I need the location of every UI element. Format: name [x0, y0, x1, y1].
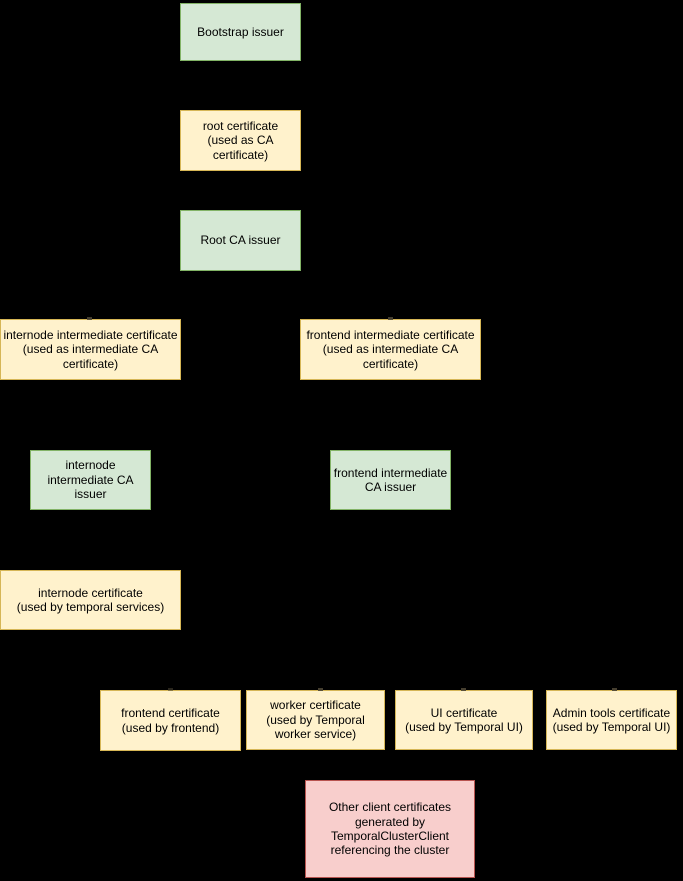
node-label: Other client certificates generated by T…	[328, 800, 452, 858]
arrowhead-mark	[168, 688, 173, 691]
arrowhead-mark	[318, 688, 323, 691]
node-label: frontend intermediate CA issuer	[333, 465, 448, 494]
node-ui-certificate: UI certificate (used by Temporal UI)	[395, 690, 533, 750]
node-frontend-intermediate-certificate: frontend intermediate certificate (used …	[300, 319, 481, 380]
arrowhead-mark	[461, 688, 466, 691]
node-label: internode certificate (used by temporal …	[16, 585, 165, 614]
node-frontend-certificate: frontend certificate (used by frontend)	[100, 690, 241, 751]
node-label: worker certificate (used by Temporal wor…	[266, 698, 365, 742]
arrowhead-mark	[388, 317, 393, 320]
node-label: UI certificate (used by Temporal UI)	[405, 705, 523, 734]
node-label: internode intermediate CA issuer	[47, 458, 134, 502]
node-other-client-certificates: Other client certificates generated by T…	[305, 780, 475, 878]
node-label: Admin tools certificate (used by Tempora…	[552, 705, 671, 734]
node-root-certificate: root certificate (used as CA certificate…	[180, 110, 301, 171]
node-worker-certificate: worker certificate (used by Temporal wor…	[246, 690, 385, 750]
node-internode-intermediate-ca-issuer: internode intermediate CA issuer	[30, 450, 151, 510]
node-label: Root CA issuer	[200, 233, 281, 248]
node-label: frontend certificate (used by frontend)	[121, 706, 220, 735]
node-label: frontend intermediate certificate (used …	[306, 327, 475, 371]
node-label: internode intermediate certificate (used…	[3, 327, 178, 371]
arrowhead-mark	[612, 688, 617, 691]
arrowhead-mark	[87, 317, 92, 320]
node-bootstrap-issuer: Bootstrap issuer	[180, 3, 301, 61]
node-label: root certificate (used as CA certificate…	[202, 118, 279, 162]
node-frontend-intermediate-ca-issuer: frontend intermediate CA issuer	[330, 450, 451, 510]
node-root-ca-issuer: Root CA issuer	[180, 210, 301, 271]
node-label: Bootstrap issuer	[197, 24, 284, 39]
node-internode-certificate: internode certificate (used by temporal …	[0, 570, 181, 630]
node-admin-tools-certificate: Admin tools certificate (used by Tempora…	[546, 690, 677, 750]
node-internode-intermediate-certificate: internode intermediate certificate (used…	[0, 319, 181, 380]
